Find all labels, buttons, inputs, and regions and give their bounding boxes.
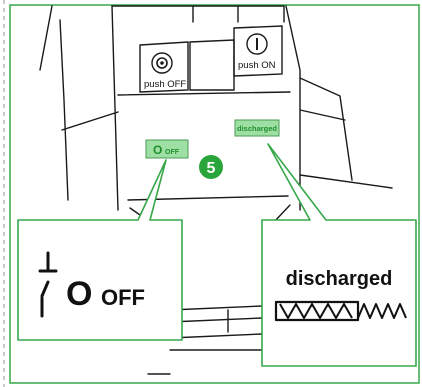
off-indicator: O OFF bbox=[145, 139, 189, 159]
step-badge-number: 5 bbox=[207, 160, 216, 177]
push-on-label: push ON bbox=[238, 60, 276, 71]
spring-indicator: discharged bbox=[234, 119, 280, 137]
callout-off-symbol: O bbox=[66, 275, 92, 313]
push-on-button[interactable]: push ON bbox=[238, 33, 276, 71]
button-housing bbox=[139, 25, 283, 93]
switch-open-icon bbox=[38, 251, 58, 318]
spring-indicator-text: discharged bbox=[237, 124, 277, 133]
callout-discharged: discharged bbox=[261, 143, 417, 367]
off-indicator-symbol: O bbox=[153, 143, 162, 157]
push-off-button[interactable]: push OFF bbox=[144, 52, 186, 90]
diagram-frame bbox=[9, 4, 420, 384]
push-off-label: push OFF bbox=[144, 79, 186, 90]
callout-off: O OFF bbox=[17, 159, 183, 341]
callout-off-text: OFF bbox=[101, 285, 145, 310]
spring-discharged-icon bbox=[274, 300, 407, 322]
push-off-symbol-icon bbox=[156, 57, 168, 69]
off-indicator-text: OFF bbox=[165, 149, 180, 156]
step-badge: 5 bbox=[199, 155, 223, 179]
callout-discharged-text: discharged bbox=[286, 268, 393, 290]
